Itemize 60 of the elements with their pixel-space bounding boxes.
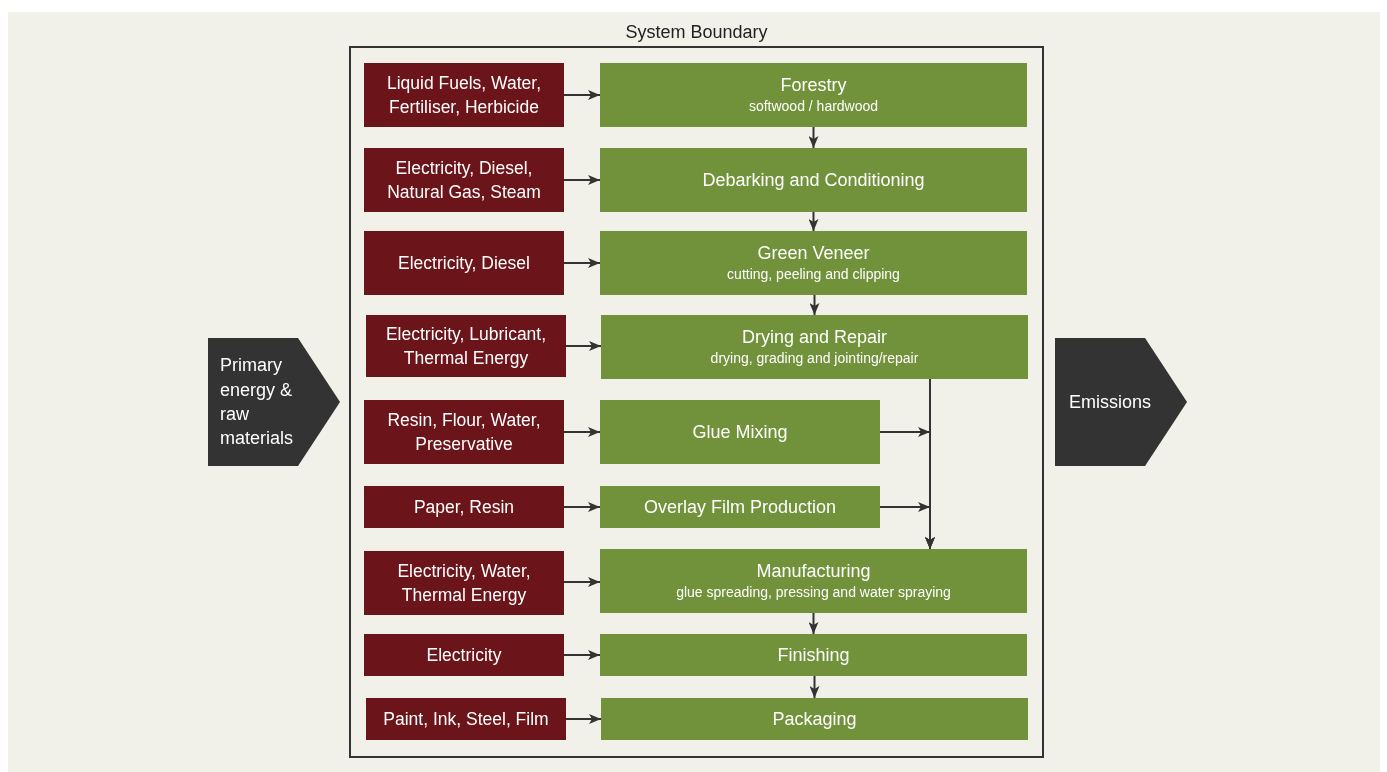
arrow <box>879 502 935 550</box>
box-label: Packaging <box>772 707 857 731</box>
box-label: Forestry <box>780 74 847 98</box>
input-box <box>364 400 564 464</box>
box-label: Green Veneer <box>757 242 870 266</box>
arrow <box>563 577 601 587</box>
process-box <box>600 549 1027 613</box>
chevron-label: Emissions <box>1069 390 1151 414</box>
arrow <box>808 126 819 149</box>
process-detail: glue spreading, pressing and water spraying <box>676 583 951 603</box>
arrow <box>563 502 601 512</box>
process-box <box>600 400 880 464</box>
process-detail: softwood / hardwood <box>748 97 879 117</box>
box-label: Paint, Ink, Steel, Film <box>383 707 549 731</box>
box-label: Manufacturing <box>756 560 871 584</box>
arrow <box>808 612 819 635</box>
arrow <box>563 258 601 268</box>
arrow <box>808 211 819 232</box>
process-box <box>600 63 1027 127</box>
box-label: Debarking and Conditioning <box>702 168 925 192</box>
arrow <box>565 714 602 724</box>
box-label: Resin, Flour, Water, Preservative <box>386 408 542 456</box>
chevron-arrow <box>1055 338 1187 466</box>
process-box <box>600 231 1027 295</box>
box-label: Electricity, Diesel <box>398 251 530 275</box>
process-box <box>600 148 1027 212</box>
box-label: Drying and Repair <box>741 326 888 350</box>
box-label: Electricity <box>426 643 502 667</box>
chevron-arrow <box>208 338 340 466</box>
arrow <box>809 294 820 316</box>
boundary-title: System Boundary <box>624 22 769 43</box>
input-box <box>364 231 564 295</box>
box-label: Electricity, Diesel, Natural Gas, Steam <box>386 156 542 204</box>
input-box <box>366 315 566 377</box>
box-label: Electricity, Lubricant, Thermal Energy <box>384 322 548 370</box>
input-box <box>364 486 564 528</box>
box-label: Paper, Resin <box>413 495 515 519</box>
input-box <box>366 698 566 740</box>
process-box <box>600 634 1027 676</box>
process-box <box>601 698 1028 740</box>
input-box <box>364 634 564 676</box>
box-label: Overlay Film Production <box>643 495 837 519</box>
arrow <box>563 175 601 185</box>
arrow <box>563 427 601 437</box>
input-box <box>364 63 564 127</box>
process-detail: drying, grading and jointing/repair <box>710 349 919 369</box>
input-box <box>364 148 564 212</box>
box-label: Electricity, Water, Thermal Energy <box>396 559 532 607</box>
process-box <box>600 486 880 528</box>
arrow <box>563 650 601 660</box>
process-detail: cutting, peeling and clipping <box>727 265 900 285</box>
box-label: Finishing <box>777 643 850 667</box>
chevron-label: Primary energy & raw materials <box>220 354 295 451</box>
process-box <box>601 315 1028 379</box>
arrow <box>563 90 601 100</box>
input-box <box>364 551 564 615</box>
box-label: Liquid Fuels, Water, Fertiliser, Herbicide <box>386 71 542 119</box>
arrow <box>809 675 820 699</box>
arrow <box>565 341 602 351</box>
box-label: Glue Mixing <box>692 420 788 444</box>
